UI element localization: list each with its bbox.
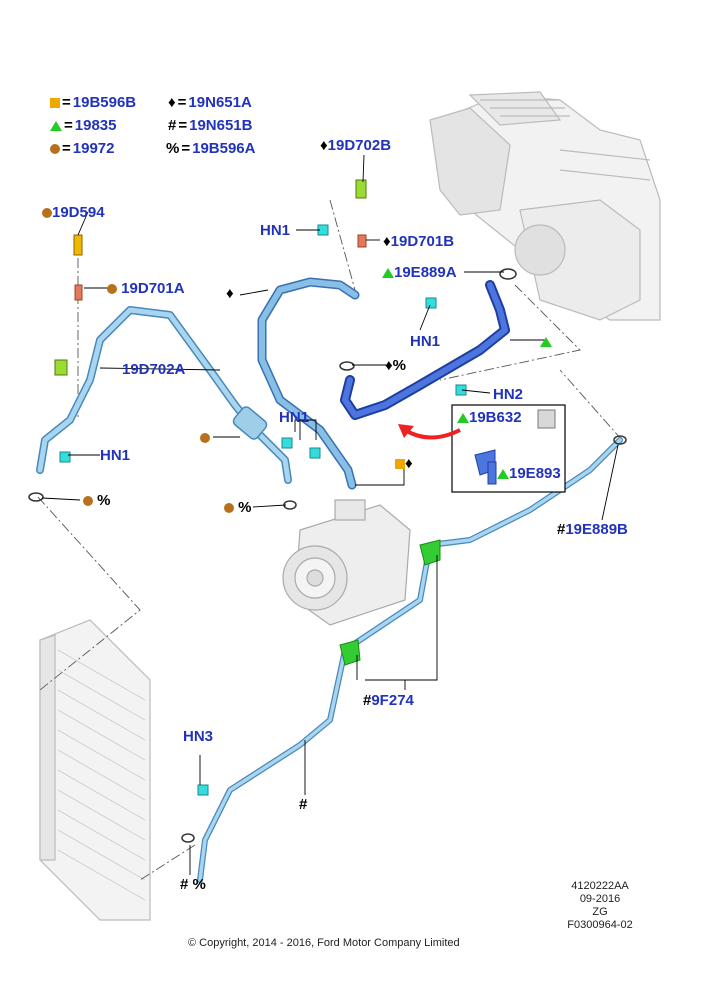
brown-dot-icon [224, 503, 234, 514]
green-triangle-icon [540, 337, 552, 348]
callout-hash-mark: # [299, 796, 308, 813]
callout-19E893: 19E893 [497, 466, 561, 481]
dashed-leaders [37, 199, 623, 881]
ref-figure: F0300964-02 [567, 919, 633, 931]
legend-code: 19972 [72, 140, 115, 157]
callout-dot-percent-mid: % [224, 500, 252, 515]
ref-number: 4120222AA [571, 880, 629, 892]
brown-dot-icon [83, 496, 93, 507]
callout-hn1-right: HN1 [410, 333, 441, 350]
legend-code: 19B596A [192, 140, 256, 157]
legend-item-triangle: =19835 [50, 118, 116, 133]
callout-dot-mark [200, 430, 210, 445]
red-arrow-head [398, 424, 414, 438]
bracket-inset [451, 404, 566, 493]
legend-item-percent: %=19B596A [166, 140, 256, 157]
callout-diamond-mark: ♦ [226, 285, 234, 302]
red-arrow [403, 428, 461, 440]
reference-block: 4120222AA 09-2016 ZG F0300964-02 [555, 880, 645, 932]
callout-hn1-left: HN1 [100, 447, 131, 464]
orange-square-icon [395, 459, 405, 470]
hash-icon: # [168, 117, 177, 134]
callout-19D701B: ♦19D701B [383, 233, 455, 250]
muffler [232, 406, 268, 440]
leader-lines [41, 154, 619, 875]
callout-19E889A: 19E889A [382, 265, 457, 280]
callout-19D702A: 19D702A [122, 361, 186, 378]
legend-item-square: =19B596B [50, 95, 136, 110]
callout-19D702B: ♦19D702B [320, 137, 392, 154]
legend-code: 19N651B [189, 117, 253, 134]
callout-19B632: 19B632 [457, 410, 522, 425]
callout-19E889B: #19E889B [557, 521, 628, 538]
diamond-icon: ♦ [168, 94, 176, 111]
callout-dot-percent-left: % [83, 493, 111, 508]
legend-code: 19B596B [72, 94, 137, 111]
legend-item-diamond: ♦=19N651A [168, 94, 252, 111]
brown-dot-icon [107, 284, 117, 295]
legend-code: 19835 [74, 117, 117, 134]
condenser [39, 619, 151, 921]
ref-code: ZG [592, 906, 608, 918]
brown-dot-icon [200, 433, 210, 444]
callout-hash-percent: # % [180, 876, 206, 893]
compressor [282, 499, 411, 626]
callout-triangle-mark [540, 334, 552, 349]
legend-code: 19N651A [188, 94, 252, 111]
green-triangle-icon [457, 413, 469, 424]
percent-icon: % [166, 140, 180, 157]
copyright-notice: © Copyright, 2014 - 2016, Ford Motor Com… [188, 937, 460, 949]
callout-hn1-mid: HN1 [279, 409, 310, 426]
green-triangle-icon [50, 121, 62, 132]
dark-blue-pipe [340, 280, 510, 420]
green-triangle-icon [382, 268, 394, 279]
legend-item-hash: #=19N651B [168, 117, 253, 134]
callout-hn1-top: HN1 [260, 222, 291, 239]
brown-dot-icon [42, 208, 52, 219]
callout-hn2: HN2 [493, 386, 524, 403]
brown-dot-icon [50, 144, 60, 155]
callout-diamond-percent: ♦% [385, 357, 406, 374]
orange-square-icon [50, 98, 60, 109]
ref-date: 09-2016 [579, 893, 621, 905]
callout-9F274: #9F274 [363, 692, 414, 709]
green-triangle-icon [497, 469, 509, 480]
callout-19D594: 19D594 [42, 205, 105, 220]
callout-19D701A: 19D701A [107, 281, 185, 296]
condenser-fins [57, 649, 146, 901]
callout-square-diamond: ♦ [395, 456, 413, 471]
callout-hn3: HN3 [183, 728, 214, 745]
legend-item-dot: =19972 [50, 141, 114, 156]
hvac-housing [429, 91, 661, 321]
